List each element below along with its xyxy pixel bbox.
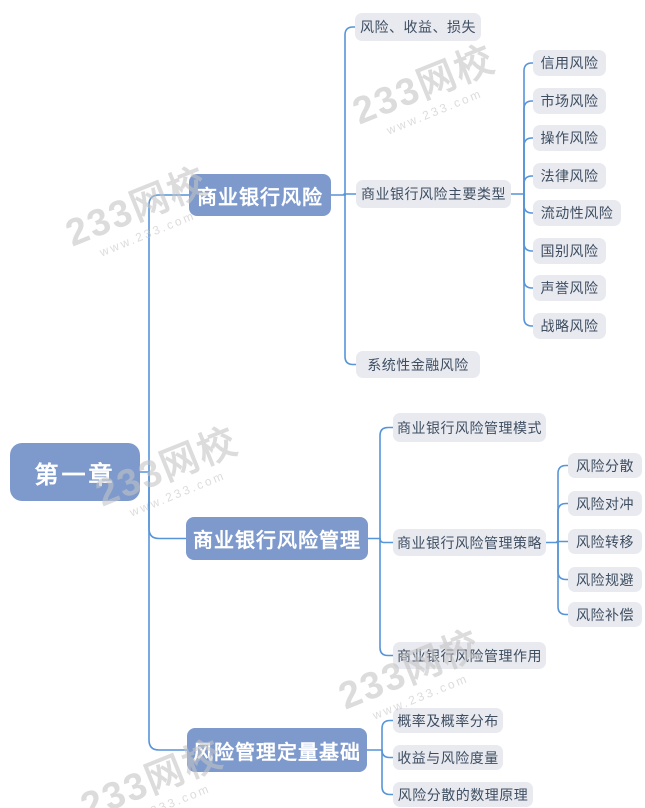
node-label: 收益与风险度量: [397, 749, 499, 766]
mindmap-node-r4[interactable]: 法律风险: [533, 163, 606, 189]
watermark-text: 233网校: [74, 733, 230, 808]
node-label: 风险补偿: [576, 606, 634, 623]
node-label: 风险管理定量基础: [193, 741, 361, 764]
mindmap-node-s3[interactable]: 风险转移: [568, 529, 642, 554]
connector: [523, 100, 534, 195]
watermark-text: 233网校: [346, 38, 502, 134]
connector: [523, 62, 534, 195]
connector: [523, 137, 534, 195]
node-label: 商业银行风险: [197, 186, 323, 209]
watermark-text: 233网校: [89, 420, 245, 516]
node-label: 信用风险: [540, 55, 599, 71]
mindmap-node-c11[interactable]: 风险、收益、损失: [355, 13, 481, 41]
node-label: 商业银行风险主要类型: [361, 186, 506, 202]
node-label: 第一章: [34, 461, 116, 489]
node-label: 风险、收益、损失: [360, 19, 476, 35]
mindmap-node-r7[interactable]: 声誉风险: [533, 275, 606, 301]
watermark-text: 233网校: [332, 623, 488, 719]
node-label: 商业银行风险管理作用: [397, 647, 542, 664]
mindmap-node-c32[interactable]: 收益与风险度量: [393, 745, 503, 770]
mindmap-node-r3[interactable]: 操作风险: [533, 125, 606, 151]
mindmap-node-r8[interactable]: 战略风险: [533, 313, 606, 339]
mindmap-node-s5[interactable]: 风险补偿: [568, 602, 642, 627]
mindmap-node-r2[interactable]: 市场风险: [533, 88, 606, 114]
node-label: 商业银行风险管理策略: [397, 534, 542, 551]
watermark-url-text: www.233.com: [370, 671, 471, 723]
node-label: 国别风险: [540, 243, 599, 259]
node-label: 市场风险: [540, 93, 599, 109]
node-label: 风险对冲: [576, 495, 634, 512]
watermark-text: 233网校: [59, 160, 215, 256]
watermark-url-text: www.233.com: [112, 781, 213, 808]
node-label: 风险转移: [576, 533, 634, 550]
connector: [379, 426, 394, 540]
mindmap-node-r5[interactable]: 流动性风险: [533, 200, 621, 226]
node-label: 操作风险: [540, 130, 599, 146]
mindmap-node-r1[interactable]: 信用风险: [533, 50, 606, 76]
mindmap-node-s2[interactable]: 风险对冲: [568, 491, 642, 516]
connector: [148, 471, 188, 751]
node-label: 商业银行风险管理模式: [397, 419, 542, 436]
node-label: 声誉风险: [540, 280, 599, 296]
node-label: 风险分散的数理原理: [397, 786, 529, 803]
node-label: 商业银行风险管理: [193, 530, 361, 552]
mindmap-node-c33[interactable]: 风险分散的数理原理: [393, 782, 533, 807]
node-label: 风险分散: [576, 457, 634, 474]
mindmap-node-root[interactable]: 第一章: [10, 443, 140, 501]
node-label: 系统性金融风险: [367, 356, 469, 373]
connector: [344, 194, 357, 366]
connector: [381, 719, 394, 751]
node-label: 概率及概率分布: [397, 712, 499, 729]
connector: [344, 26, 356, 196]
mindmap-node-b3[interactable]: 风险管理定量基础: [187, 728, 367, 772]
node-label: 流动性风险: [540, 205, 614, 221]
mindmap-node-c31[interactable]: 概率及概率分布: [393, 708, 503, 733]
connector: [379, 537, 394, 657]
connector: [557, 464, 569, 544]
mindmap-node-s4[interactable]: 风险规避: [568, 567, 642, 592]
connector: [557, 541, 569, 616]
mindmap-node-c21[interactable]: 商业银行风险管理模式: [393, 413, 546, 442]
mindmap-node-s1[interactable]: 风险分散: [568, 453, 642, 478]
node-label: 风险规避: [576, 571, 634, 588]
mindmap-node-r6[interactable]: 国别风险: [533, 238, 606, 264]
mindmap-node-b1[interactable]: 商业银行风险: [189, 174, 331, 216]
connector: [557, 502, 569, 544]
connector: [148, 194, 190, 473]
node-label: 法律风险: [540, 168, 599, 184]
node-label: 战略风险: [540, 318, 599, 334]
mindmap-node-c12[interactable]: 商业银行风险主要类型: [356, 180, 511, 208]
connector: [523, 193, 534, 327]
mindmap-node-c23[interactable]: 商业银行风险管理作用: [393, 642, 546, 669]
watermark-url-text: www.233.com: [127, 468, 228, 520]
watermark-url-text: www.233.com: [384, 86, 485, 138]
mindmap-node-b2[interactable]: 商业银行风险管理: [186, 517, 368, 560]
connector: [381, 749, 394, 796]
mindmap-node-c13[interactable]: 系统性金融风险: [356, 351, 480, 378]
mindmap-node-c22[interactable]: 商业银行风险管理策略: [393, 529, 546, 556]
watermark-url-text: www.233.com: [97, 208, 198, 260]
connector: [523, 175, 534, 195]
